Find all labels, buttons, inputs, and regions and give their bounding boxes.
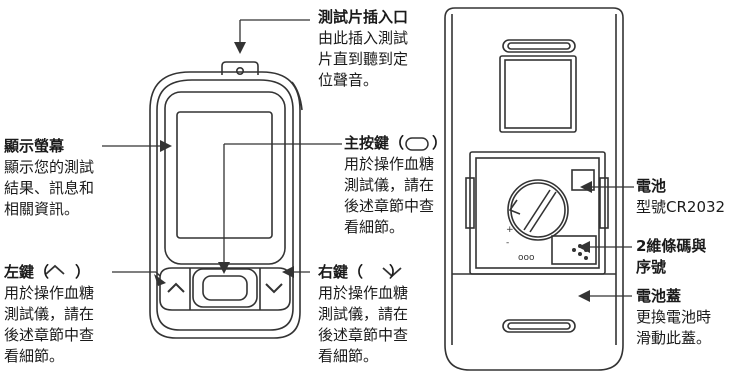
right-button-desc-3: 後述章節中查 bbox=[318, 326, 409, 344]
battery-label: 電池 型號CR2032 bbox=[636, 176, 725, 218]
left-button-chevron bbox=[167, 282, 185, 293]
left-leaders bbox=[102, 19, 342, 286]
strip-port-desc-3: 位聲音。 bbox=[318, 71, 379, 89]
strip-port-desc-1: 由此插入測試 bbox=[318, 29, 409, 47]
barcode-title-1: 2維條碼與 bbox=[636, 237, 707, 255]
main-button-desc-3: 後述章節中查 bbox=[344, 197, 435, 215]
right-button-glyph bbox=[382, 267, 402, 278]
left-button-desc-4: 看細節。 bbox=[4, 347, 65, 365]
battery-title: 電池 bbox=[636, 177, 667, 195]
battery-cover-title: 電池蓋 bbox=[636, 287, 682, 305]
right-button-chevron bbox=[265, 283, 283, 294]
left-button-glyph bbox=[45, 264, 65, 275]
meter-front bbox=[149, 61, 303, 339]
battery-cover-desc-2: 滑動此蓋。 bbox=[636, 329, 712, 347]
right-button-desc-2: 測試儀，請在 bbox=[318, 305, 409, 323]
left-button-desc-3: 後述章節中查 bbox=[4, 326, 95, 344]
cover-slot bbox=[502, 319, 576, 333]
display-label: 顯示螢幕 顯示您的測試 結果、訊息和 相關資訊。 bbox=[4, 136, 94, 220]
left-button-title: 左鍵（） bbox=[4, 263, 91, 281]
barcode-label: 2維條碼與 序號 bbox=[636, 236, 706, 278]
svg-text:ooo: ooo bbox=[518, 253, 535, 263]
battery-desc-1: 型號CR2032 bbox=[636, 198, 726, 216]
svg-text:-: - bbox=[506, 238, 509, 248]
label-window bbox=[499, 55, 577, 133]
main-button-glyph bbox=[405, 137, 429, 151]
display-desc-2: 結果、訊息和 bbox=[4, 179, 95, 197]
battery-cover-label: 電池蓋 更換電池時 滑動此蓋。 bbox=[636, 286, 711, 349]
main-button-desc-4: 看細節。 bbox=[344, 218, 405, 236]
left-button-label: 左鍵（） 用於操作血糖 測試儀，請在 後述章節中查 看細節。 bbox=[4, 262, 94, 367]
strip-port-title: 測試片插入口 bbox=[318, 8, 409, 26]
svg-text:+: + bbox=[506, 225, 514, 235]
meter-body bbox=[149, 71, 301, 339]
main-button-label: 主按鍵（） 用於操作血糖 測試儀，請在 後述章節中查 看細節。 bbox=[344, 133, 447, 238]
right-button-label: 右鍵（） 用於操作血糖 測試儀，請在 後述章節中查 看細節。 bbox=[318, 262, 408, 367]
left-button-desc-1: 用於操作血糖 bbox=[4, 284, 95, 302]
right-button-desc-4: 看細節。 bbox=[318, 347, 379, 365]
left-button-desc-2: 測試儀，請在 bbox=[4, 305, 95, 323]
right-button-title: 右鍵（） bbox=[318, 263, 405, 281]
display-desc-3: 相關資訊。 bbox=[4, 200, 80, 218]
button-bar bbox=[159, 267, 291, 311]
strip-port-desc-2: 片直到聽到定 bbox=[318, 50, 409, 68]
main-button-title: 主按鍵（） bbox=[344, 134, 448, 152]
main-button-desc-1: 用於操作血糖 bbox=[344, 155, 435, 173]
main-button-desc-2: 測試儀，請在 bbox=[344, 176, 435, 194]
back-body bbox=[444, 7, 624, 371]
display-desc-1: 顯示您的測試 bbox=[4, 158, 95, 176]
right-button-desc-1: 用於操作血糖 bbox=[318, 284, 409, 302]
barcode-title-2: 序號 bbox=[636, 258, 667, 276]
strip-port bbox=[221, 61, 259, 75]
battery bbox=[507, 179, 569, 241]
strip-port-label: 測試片插入口 由此插入測試 片直到聽到定 位聲音。 bbox=[318, 7, 408, 91]
meter-back: + - ooo bbox=[444, 7, 624, 371]
display-title: 顯示螢幕 bbox=[4, 137, 65, 155]
right-leaders bbox=[578, 181, 634, 302]
barcode-area bbox=[551, 235, 597, 265]
battery-cover-desc-1: 更換電池時 bbox=[636, 308, 712, 326]
